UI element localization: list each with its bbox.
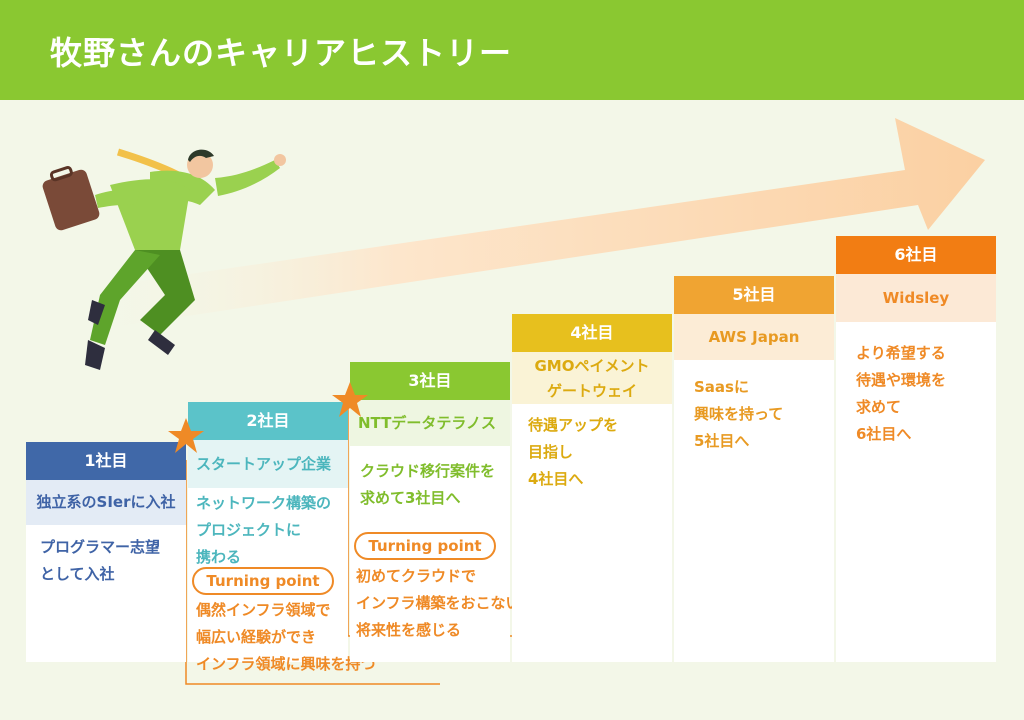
step-6-body <box>836 322 996 662</box>
step-5-note: Saasに 興味を持って 5社目へ <box>694 378 784 450</box>
turning-point-badge-2: Turning point <box>192 567 334 595</box>
step-2-label: 2社目 <box>188 402 348 440</box>
header-bar: 牧野さんのキャリアヒストリー <box>0 0 1024 100</box>
turning-point-badge-3: Turning point <box>354 532 496 560</box>
businessman-illustration <box>42 148 286 370</box>
step-4-label: 4社目 <box>512 314 672 352</box>
star-icon-3 <box>332 382 368 417</box>
step-2-note: ネットワーク構築の プロジェクトに 携わる <box>196 494 332 566</box>
step-6-note: より希望する 待遇や環境を 求めて 6社目へ <box>856 344 947 443</box>
step-2-company: スタートアップ企業 <box>188 440 348 488</box>
step-5-body <box>674 360 834 662</box>
star-icon-2 <box>168 418 204 453</box>
step-3-label: 3社目 <box>350 362 510 400</box>
step-3-note: クラウド移行案件を 求めて3社目へ <box>360 462 496 507</box>
step-4-company: GMOペイメント ゲートウェイ <box>512 352 672 404</box>
step-3-company: NTTデータテラノス <box>350 400 510 446</box>
page-title: 牧野さんのキャリアヒストリー <box>50 34 513 72</box>
step-3-turning-note: 初めてクラウドで インフラ構築をおこない 将来性を感じる <box>356 567 521 639</box>
step-4-note: 待遇アップを 目指し 4社目へ <box>528 416 619 488</box>
step-5: 5社目 AWS Japan Saasに 興味を持って 5社目へ <box>674 276 834 662</box>
step-1-note: プログラマー志望 として入社 <box>40 538 161 583</box>
growth-arrow <box>80 118 985 330</box>
step-1: 1社目 独立系のSIerに入社 プログラマー志望 として入社 <box>26 442 186 662</box>
step-1-body <box>26 525 186 662</box>
step-4-body <box>512 404 672 662</box>
step-1-label: 1社目 <box>26 442 186 480</box>
turning-line-2 <box>185 460 440 685</box>
step-6: 6社目 Widsley より希望する 待遇や環境を 求めて 6社目へ <box>836 236 996 662</box>
step-5-company: AWS Japan <box>674 314 834 360</box>
step-5-label: 5社目 <box>674 276 834 314</box>
step-4: 4社目 GMOペイメント ゲートウェイ 待遇アップを 目指し 4社目へ <box>512 314 672 662</box>
step-6-company: Widsley <box>836 274 996 322</box>
step-6-label: 6社目 <box>836 236 996 274</box>
step-2-turning-note: 偶然インフラ領域で 幅広い経験ができ インフラ領域に興味を持つ <box>196 601 376 673</box>
step-1-company: 独立系のSIerに入社 <box>26 480 186 525</box>
